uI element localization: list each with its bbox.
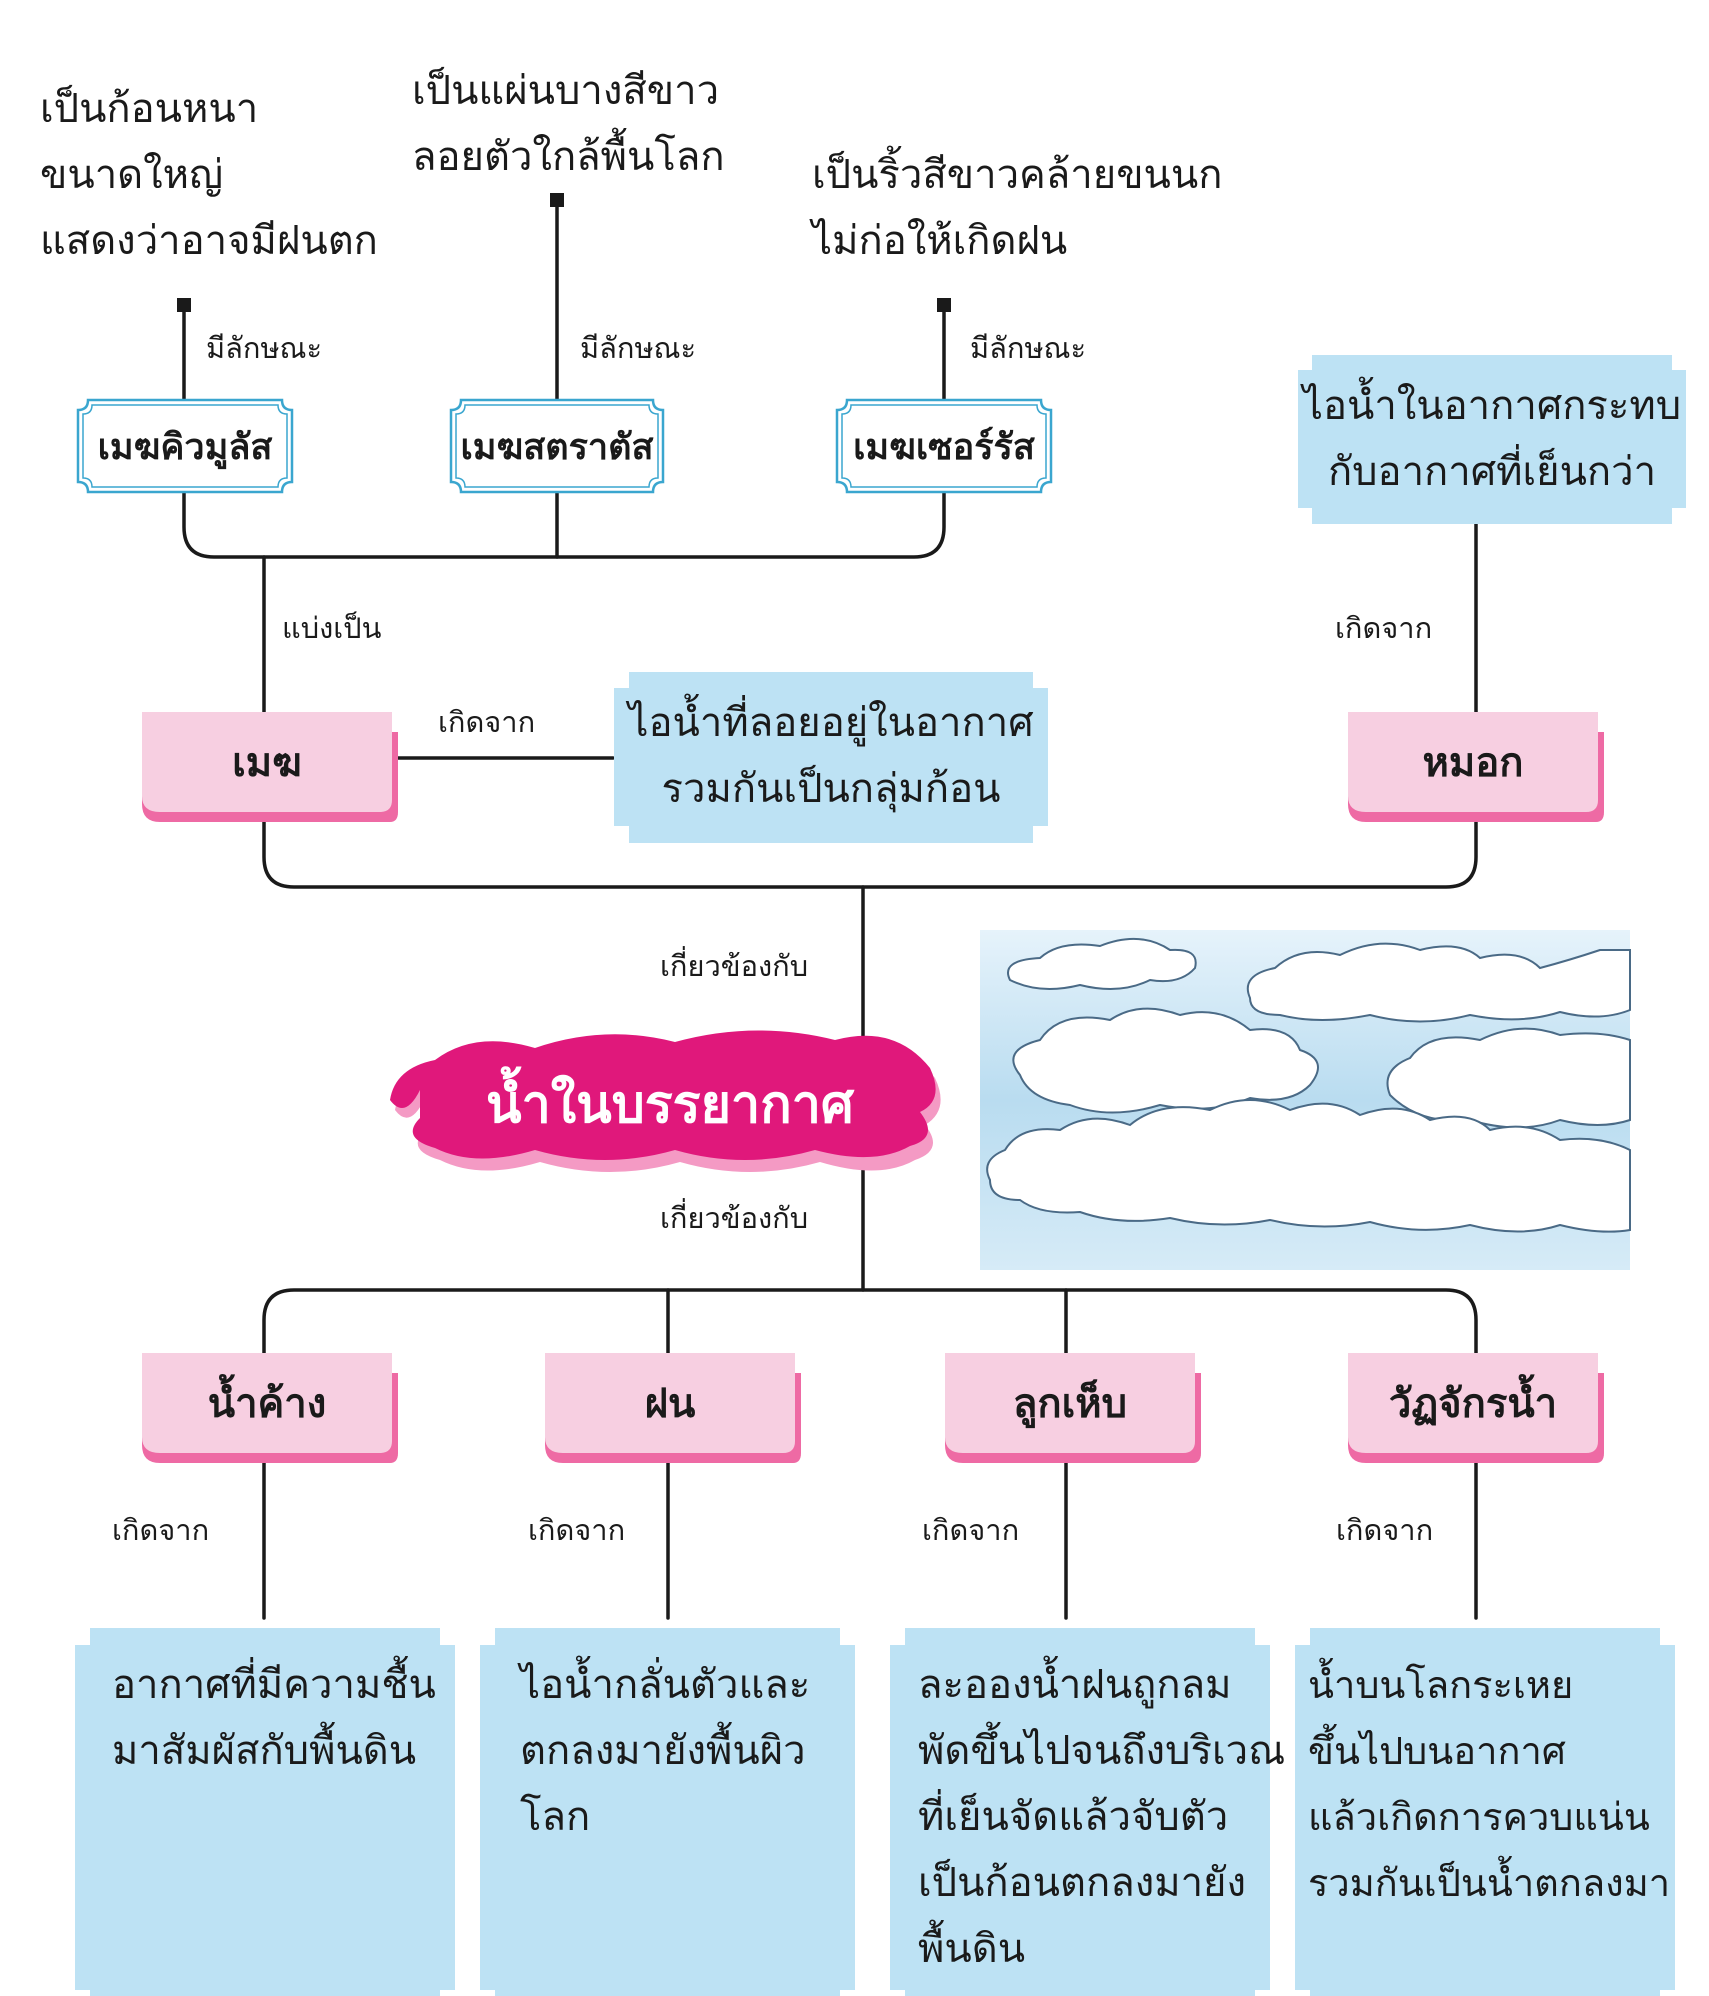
cause-line: ไอน้ำกลั่นตัวและ (520, 1662, 811, 1708)
cloud-type-cirrus: เมฆเซอร์รัส (853, 426, 1035, 468)
cause-line: แล้วเกิดการควบแน่น (1308, 1795, 1650, 1839)
cloud-cause: ไอน้ำที่ลอยอยู่ในอากาศ รวมกันเป็นกลุ่มก้… (614, 690, 1048, 822)
relation-label-caused-by: เกิดจาก (922, 1513, 1020, 1547)
cause-line: รวมกันเป็นกลุ่มก้อน (661, 766, 1001, 812)
cause-line: พัดขึ้นไปจนถึงบริเวณ (918, 1728, 1286, 1774)
cause-line: กับอากาศที่เย็นกว่า (1327, 449, 1657, 495)
cause-line: น้ำบนโลกระเหย (1308, 1663, 1574, 1707)
hail-cause: ละอองน้ำฝนถูกลม พัดขึ้นไปจนถึงบริเวณ ที่… (918, 1652, 1285, 1982)
cloud-type-stratus: เมฆสตราตัส (460, 426, 654, 468)
cause-line: มาสัมผัสกับพื้นดิน (112, 1728, 417, 1774)
cause-line: เป็นก้อนตกลงมายัง (918, 1860, 1247, 1906)
relation-label-related-to: เกี่ยวข้องกับ (660, 949, 809, 983)
cause-line: พื้นดิน (918, 1926, 1026, 1972)
center-title: น้ำในบรรยากาศ (486, 1074, 854, 1135)
relation-label-has-characteristic: มีลักษณะ (206, 331, 323, 365)
cause-line: ละอองน้ำฝนถูกลม (918, 1662, 1232, 1708)
node-fog: หมอก (1422, 740, 1524, 786)
relation-label-caused-by: เกิดจาก (1336, 1513, 1434, 1547)
cloud-type-cumulus: เมฆคิวมูลัส (97, 426, 273, 468)
cause-line: ตกลงมายังพื้นผิว (520, 1728, 806, 1774)
node-hail: ลูกเห็บ (1012, 1381, 1128, 1427)
cumulus-description: เป็นก้อนหนา ขนาดใหญ่ แสดงว่าอาจมีฝนตก (40, 76, 378, 274)
cause-line: โลก (520, 1794, 591, 1840)
description-line: เป็นแผ่นบางสีขาว (412, 68, 720, 114)
relation-label-caused-by: เกิดจาก (528, 1513, 626, 1547)
node-dew: น้ำค้าง (207, 1381, 327, 1427)
cause-line: อากาศที่มีความชื้น (112, 1662, 436, 1708)
cause-line: ไอน้ำในอากาศกระทบ (1302, 383, 1682, 429)
description-line: ขนาดใหญ่ (40, 152, 224, 198)
relation-label-has-characteristic: มีลักษณะ (580, 331, 697, 365)
relation-label-caused-by: เกิดจาก (112, 1513, 210, 1547)
dew-cause: อากาศที่มีความชื้น มาสัมผัสกับพื้นดิน (112, 1652, 436, 1784)
center-cloud-shape (390, 1030, 941, 1172)
node-rain: ฝน (644, 1381, 696, 1427)
cause-line: ที่เย็นจัดแล้วจับตัว (918, 1794, 1229, 1840)
stratus-description: เป็นแผ่นบางสีขาว ลอยตัวใกล้พื้นโลก (412, 58, 725, 190)
description-line: เป็นริ้วสีขาวคล้ายขนนก (812, 152, 1223, 198)
fog-cause: ไอน้ำในอากาศกระทบ กับอากาศที่เย็นกว่า (1298, 373, 1686, 505)
cause-line: รวมกันเป็นน้ำตกลงมา (1308, 1861, 1671, 1905)
node-water-cycle: วัฏจักรน้ำ (1388, 1381, 1558, 1427)
relation-label-caused-by: เกิดจาก (438, 705, 536, 739)
description-line: ลอยตัวใกล้พื้นโลก (412, 134, 725, 180)
clouds-illustration (980, 930, 1631, 1270)
relation-label-related-to: เกี่ยวข้องกับ (660, 1201, 809, 1235)
relation-label-caused-by: เกิดจาก (1335, 611, 1433, 645)
description-line: ไม่ก่อให้เกิดฝน (812, 218, 1068, 264)
relation-label-has-characteristic: มีลักษณะ (970, 331, 1087, 365)
description-line: เป็นก้อนหนา (40, 86, 259, 132)
description-line: แสดงว่าอาจมีฝนตก (40, 218, 378, 264)
water-cycle-cause: น้ำบนโลกระเหย ขึ้นไปบนอากาศ แล้วเกิดการค… (1308, 1652, 1670, 1916)
rain-cause: ไอน้ำกลั่นตัวและ ตกลงมายังพื้นผิว โลก (520, 1652, 810, 1850)
cause-line: ขึ้นไปบนอากาศ (1308, 1729, 1566, 1773)
relation-label-divided-into: แบ่งเป็น (282, 611, 382, 645)
cause-line: ไอน้ำที่ลอยอยู่ในอากาศ (628, 700, 1034, 746)
cirrus-description: เป็นริ้วสีขาวคล้ายขนนก ไม่ก่อให้เกิดฝน (812, 142, 1222, 274)
node-cloud: เมฆ (232, 740, 302, 786)
